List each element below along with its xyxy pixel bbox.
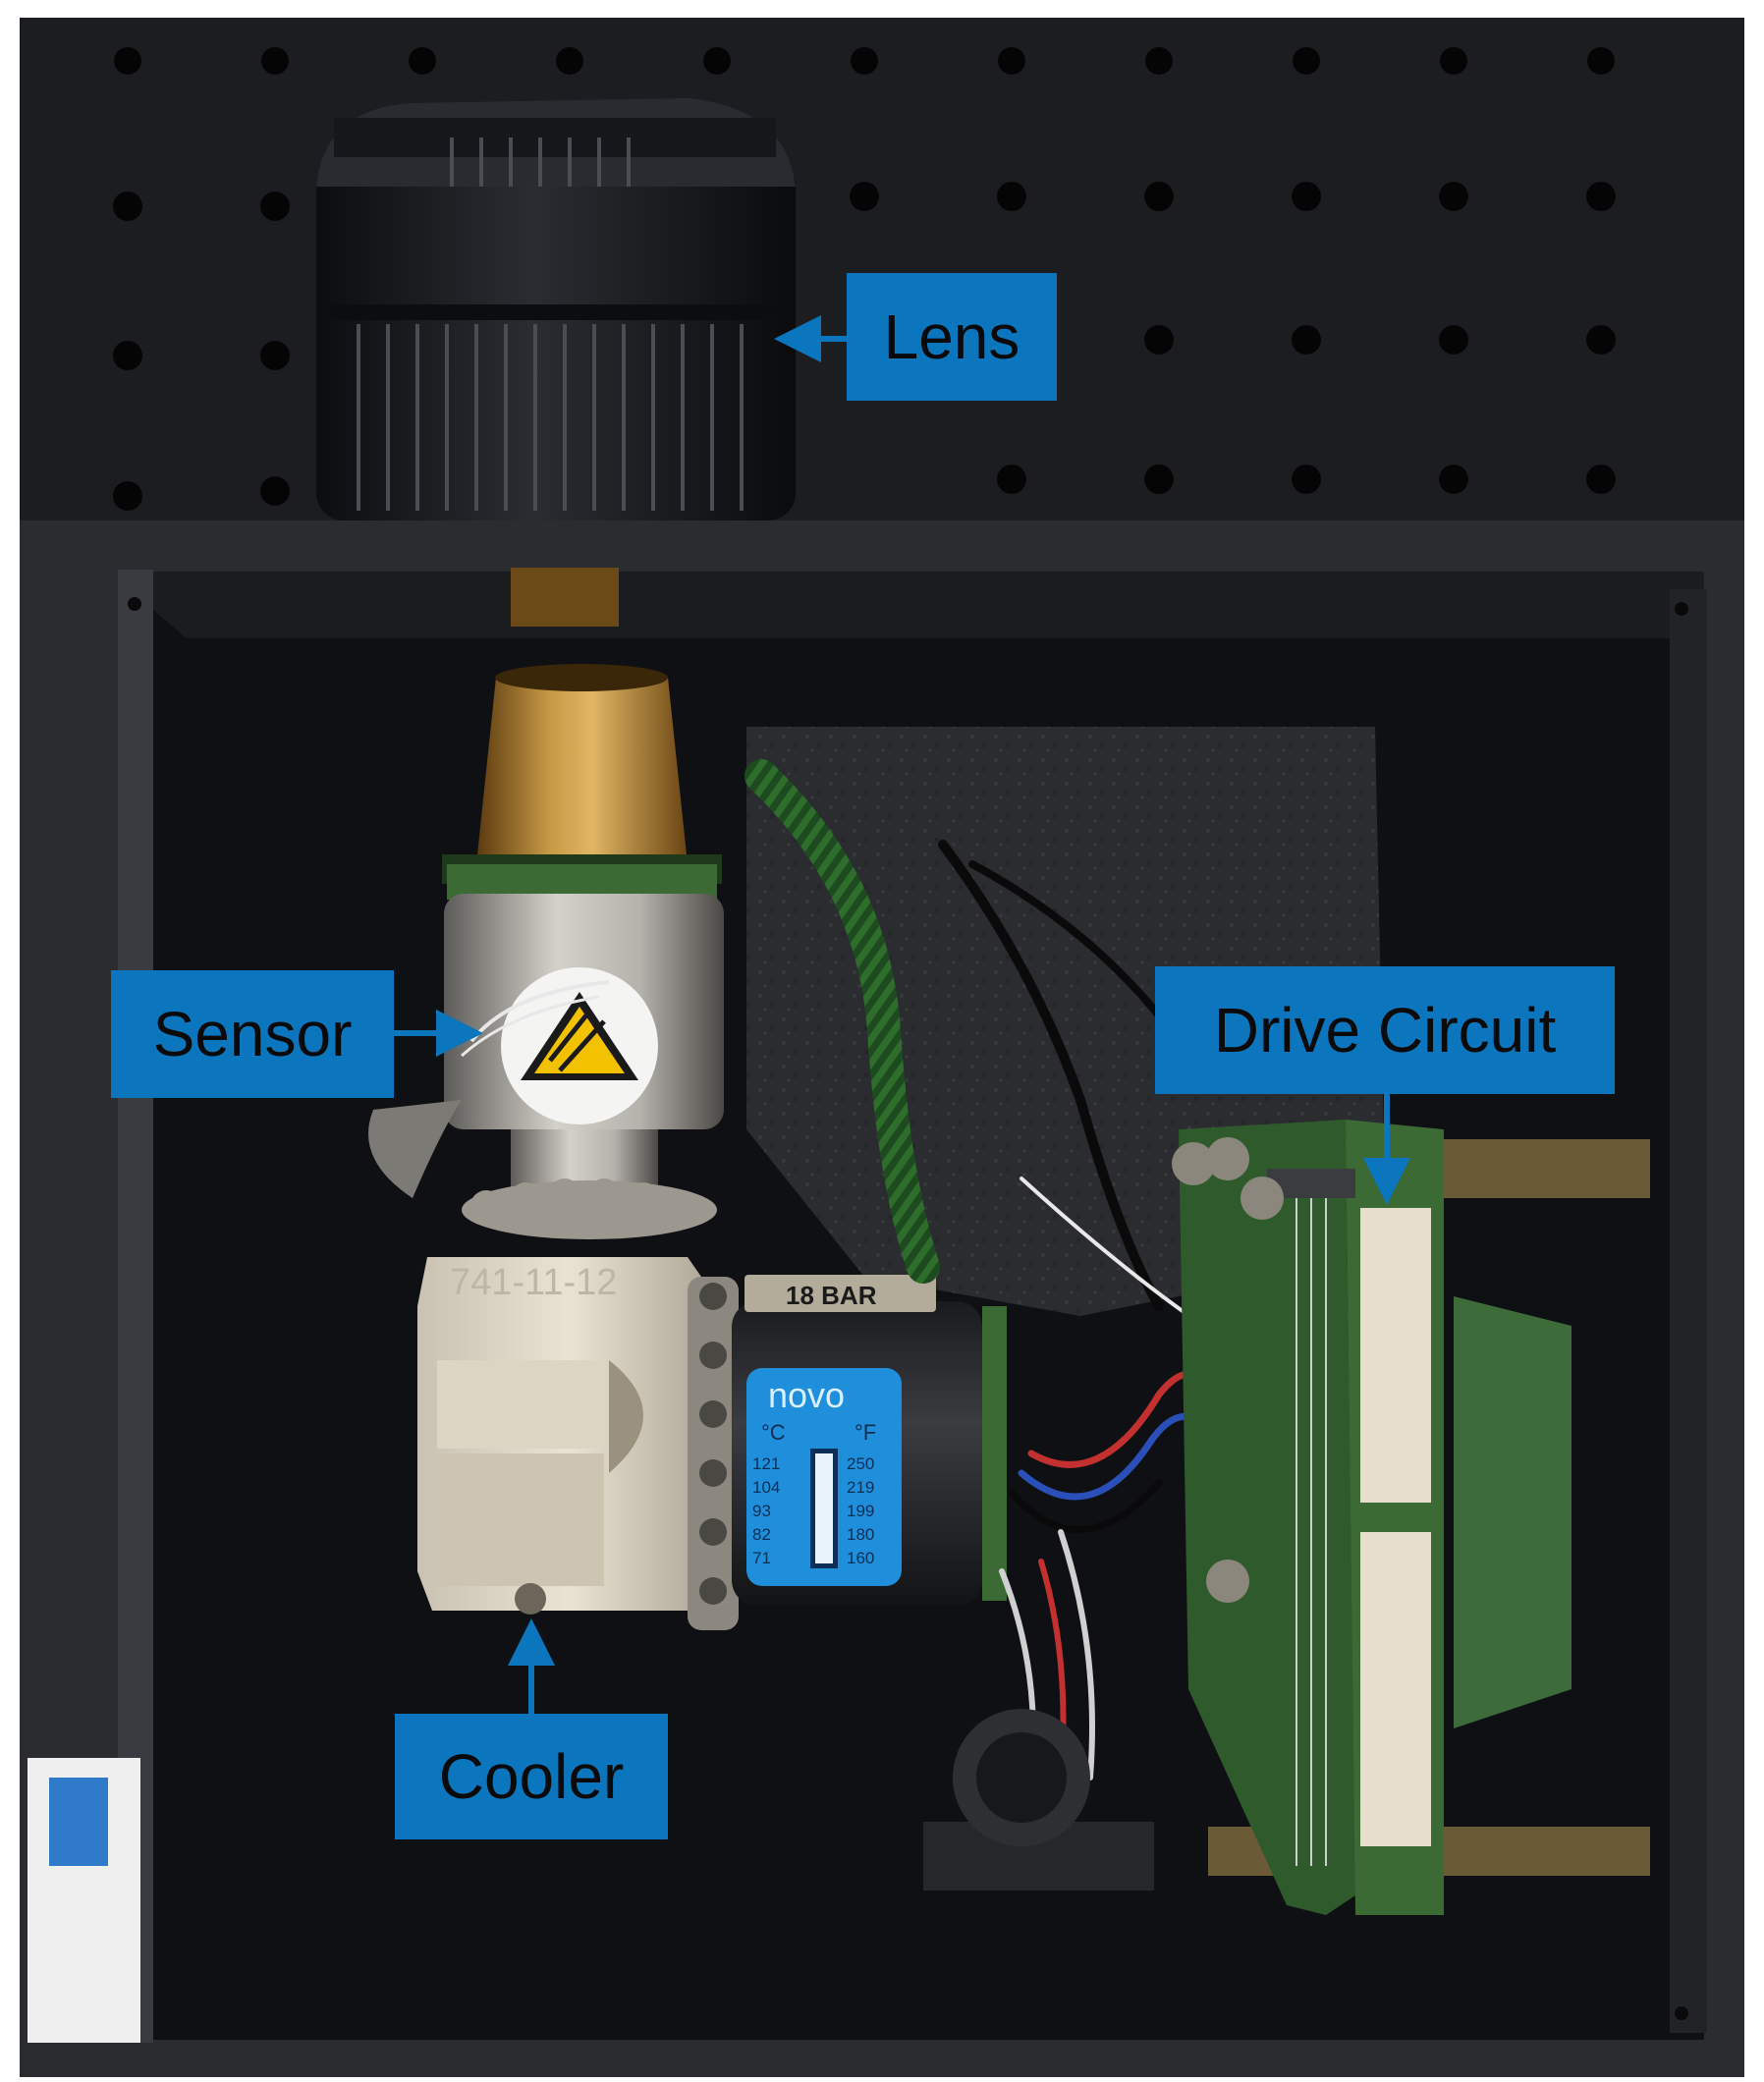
mounting-flange [462, 1178, 717, 1239]
fahrenheit-unit: °F [854, 1420, 876, 1445]
celsius-tick: 93 [752, 1502, 771, 1520]
sensor-label: Sensor [152, 999, 353, 1069]
celsius-unit: °C [761, 1420, 786, 1445]
drive-circuit-callout: Drive Circuit [1155, 966, 1615, 1094]
fahrenheit-tick: 180 [847, 1525, 874, 1544]
lens-callout: Lens [847, 273, 1057, 401]
fahrenheit-tick: 219 [847, 1478, 874, 1497]
lens [316, 98, 796, 520]
cooler-callout: Cooler [395, 1714, 668, 1839]
celsius-tick: 71 [752, 1549, 771, 1567]
temperature-label: novo °C °F 121 104 93 82 71 250 219 199 … [746, 1368, 902, 1586]
bottom-connector [923, 1709, 1154, 1890]
brass-coupler [476, 568, 688, 864]
cooler-body: 741-11-12 [417, 1257, 722, 1615]
fahrenheit-tick: 250 [847, 1454, 874, 1473]
breadboard-panel [20, 18, 1744, 520]
cooler-engraving: 741-11-12 [450, 1262, 617, 1303]
fahrenheit-tick: 160 [847, 1549, 874, 1567]
celsius-tick: 104 [752, 1478, 780, 1497]
drive-circuit-label: Drive Circuit [1213, 995, 1557, 1066]
lens-label: Lens [883, 301, 1020, 372]
celsius-tick: 121 [752, 1454, 780, 1473]
cooler-label: Cooler [438, 1741, 625, 1812]
cooler-flange [688, 1277, 739, 1630]
fahrenheit-tick: 199 [847, 1502, 874, 1520]
drive-circuit-boards [1172, 1120, 1650, 1915]
sensor-callout: Sensor [111, 970, 394, 1098]
temp-label-brand: novo [768, 1375, 845, 1415]
breadboard-holes [113, 47, 1616, 511]
side-sticker [28, 1758, 140, 2077]
celsius-tick: 82 [752, 1525, 771, 1544]
pressure-tag: 18 BAR [786, 1281, 877, 1310]
